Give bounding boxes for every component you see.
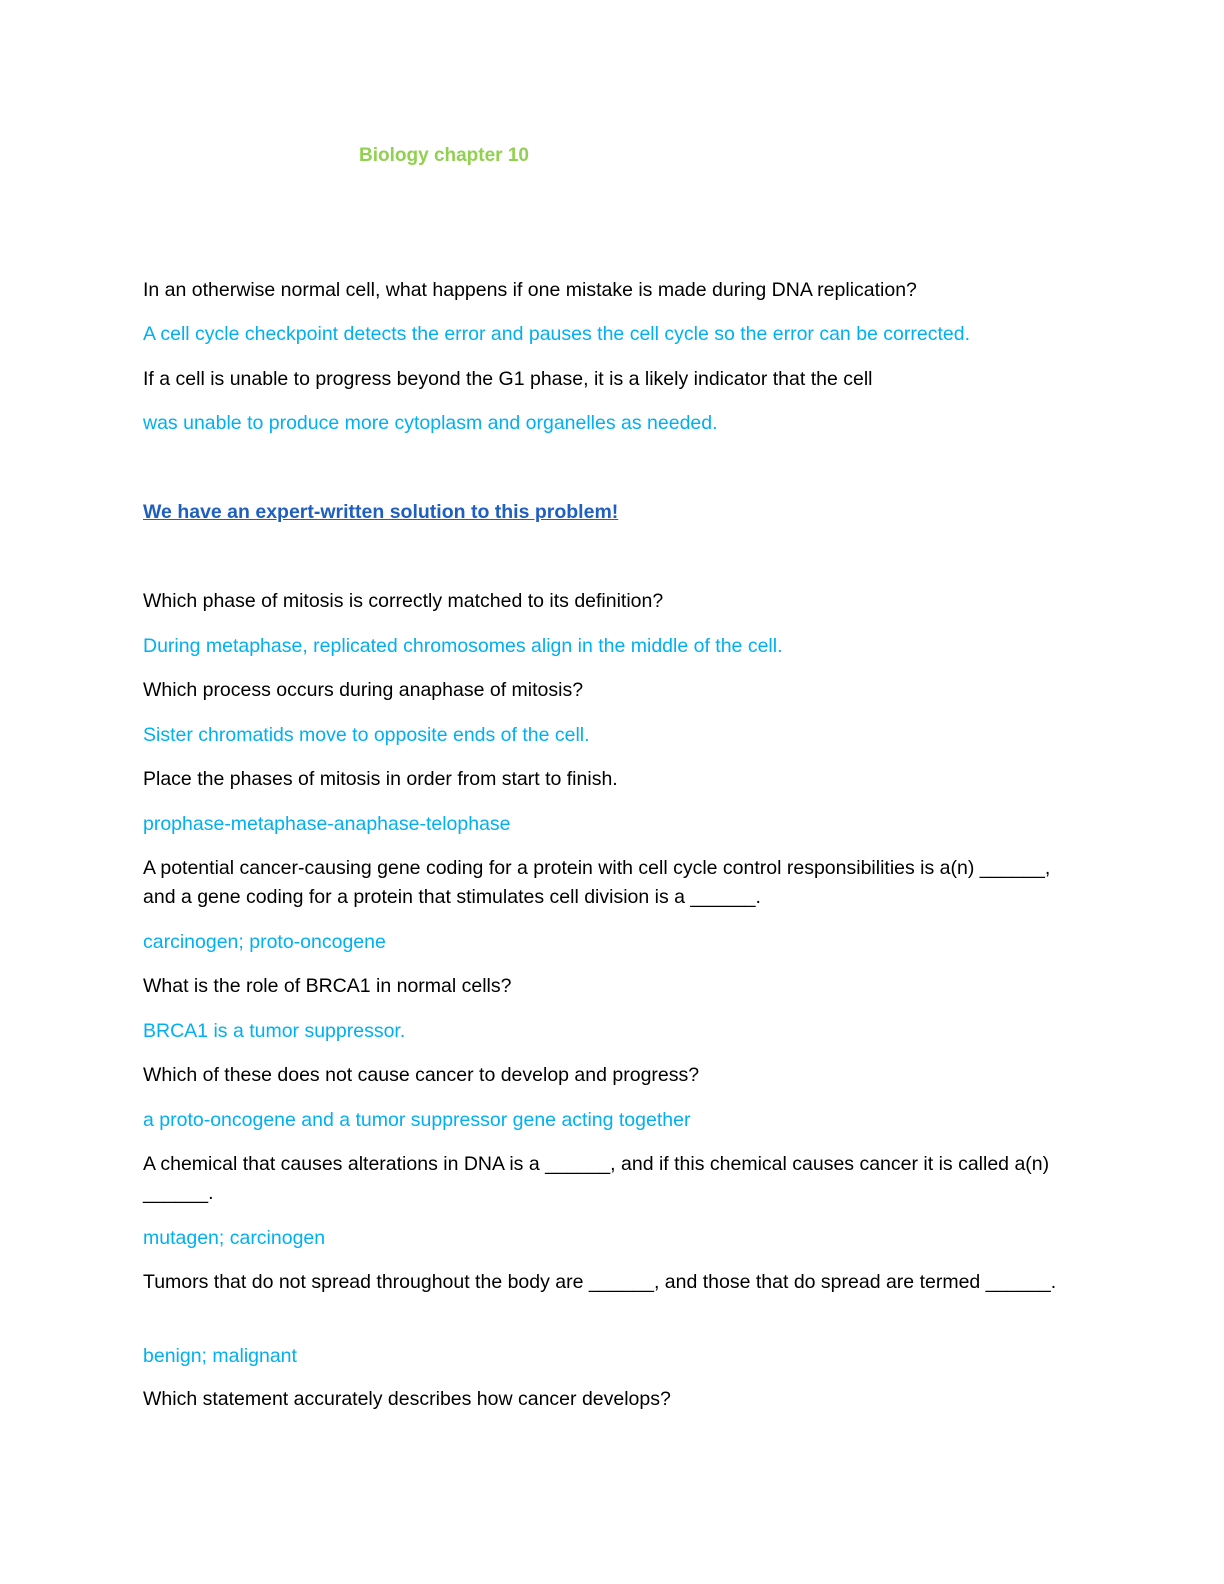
answer-text: was unable to produce more cytoplasm and… bbox=[143, 412, 718, 434]
document-title: Biology chapter 10 bbox=[359, 145, 529, 166]
answer-text: During metaphase, replicated chromosomes… bbox=[143, 635, 783, 657]
question-text: A chemical that causes alterations in DN… bbox=[143, 1153, 1050, 1204]
answer-text: A cell cycle checkpoint detects the erro… bbox=[143, 323, 971, 345]
question-text: Tumors that do not spread throughout the… bbox=[143, 1271, 1057, 1293]
question-text: Which of these does not cause cancer to … bbox=[143, 1064, 700, 1086]
question-text: If a cell is unable to progress beyond t… bbox=[143, 368, 873, 390]
question-text: Place the phases of mitosis in order fro… bbox=[143, 768, 618, 790]
answer-text: BRCA1 is a tumor suppressor. bbox=[143, 1020, 406, 1042]
answer-text: mutagen; carcinogen bbox=[143, 1227, 326, 1249]
answer-text: prophase-metaphase-anaphase-telophase bbox=[143, 813, 511, 835]
question-text: A potential cancer-causing gene coding f… bbox=[143, 857, 1051, 908]
question-text: In an otherwise normal cell, what happen… bbox=[143, 279, 917, 301]
answer-text: Sister chromatids move to opposite ends … bbox=[143, 724, 590, 746]
answer-text: a proto-oncogene and a tumor suppressor … bbox=[143, 1109, 691, 1131]
answer-text: benign; malignant bbox=[143, 1345, 297, 1367]
question-text: Which process occurs during anaphase of … bbox=[143, 679, 584, 701]
question-text: Which phase of mitosis is correctly matc… bbox=[143, 590, 664, 612]
answer-text: carcinogen; proto-oncogene bbox=[143, 931, 386, 953]
question-text: Which statement accurately describes how… bbox=[143, 1388, 671, 1410]
expert-solution-link[interactable]: We have an expert-written solution to th… bbox=[143, 501, 619, 523]
question-text: What is the role of BRCA1 in normal cell… bbox=[143, 975, 512, 997]
